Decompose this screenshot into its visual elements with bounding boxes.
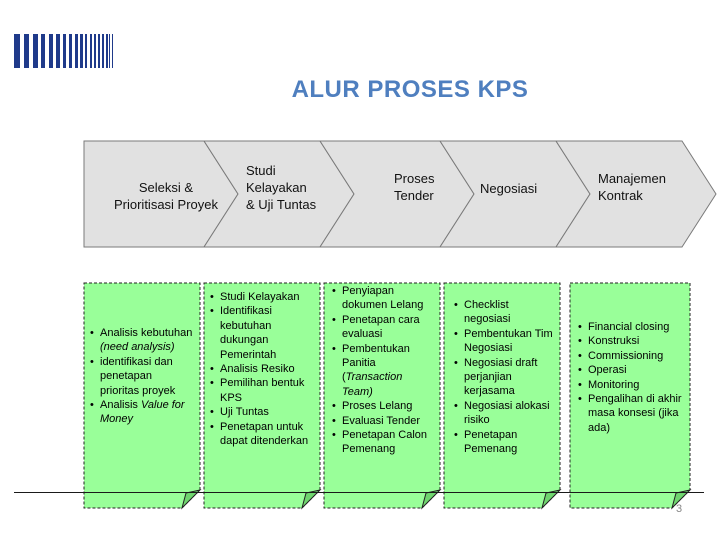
- step-label-proses-tender: Proses Tender: [394, 171, 435, 203]
- note-item: Analisis Value for Money: [90, 398, 194, 427]
- step-label-manajemen-kontrak: Manajemen Kontrak: [598, 171, 666, 203]
- note-item: Analisis kebutuhan (need analysis): [90, 326, 194, 355]
- stripe: [98, 34, 100, 68]
- note-item: Negosiasi alokasi risiko: [454, 399, 558, 428]
- note-proses-tender: Penyiapan dokumen LelangPenetapan cara e…: [332, 284, 436, 457]
- note-item: Pembentukan Tim Negosiasi: [454, 327, 558, 356]
- footer-divider: [14, 492, 704, 493]
- note-item: Uji Tuntas: [210, 405, 314, 420]
- stripe: [85, 34, 87, 68]
- stripe: [106, 34, 108, 68]
- note-item: Analisis Resiko: [210, 362, 314, 377]
- note-item: Checklist negosiasi: [454, 298, 558, 327]
- note-item: Penetapan Pemenang: [454, 428, 558, 457]
- stripe: [14, 34, 20, 68]
- stripe: [56, 34, 60, 68]
- note-fold: [541, 489, 562, 510]
- page-title: ALUR PROSES KPS: [291, 76, 529, 103]
- note-item: Pemilihan bentuk KPS: [210, 376, 314, 405]
- stripe: [75, 34, 78, 68]
- note-item: Monitoring: [578, 378, 684, 393]
- note-item: Penetapan cara evaluasi: [332, 313, 436, 342]
- stripe: [94, 34, 96, 68]
- step-label-studi-kelayakan: Studi Kelayakan & Uji Tuntas: [246, 163, 317, 212]
- stripe: [63, 34, 66, 68]
- note-item: Evaluasi Tender: [332, 414, 436, 429]
- stripe: [112, 34, 113, 68]
- note-item: Penetapan untuk dapat ditenderkan: [210, 420, 314, 449]
- note-item: Studi Kelayakan: [210, 290, 314, 305]
- page-number: 3: [676, 503, 683, 515]
- note-studi-kelayakan: Studi KelayakanIdentifikasi kebutuhan du…: [210, 290, 314, 448]
- note-fold: [671, 489, 692, 510]
- step-label-seleksi: Seleksi & Prioritisasi Proyek: [113, 180, 219, 212]
- note-fold: [421, 489, 442, 510]
- note-item: Penyiapan dokumen Lelang: [332, 284, 436, 313]
- stripe: [102, 34, 104, 68]
- note-fold: [301, 489, 322, 510]
- stripe: [109, 34, 110, 68]
- note-item: Operasi: [578, 363, 684, 378]
- note-item: Proses Lelang: [332, 399, 436, 414]
- stripe: [69, 34, 72, 68]
- note-item: Konstruksi: [578, 334, 684, 349]
- stripe: [24, 34, 29, 68]
- stripe: [80, 34, 83, 68]
- step-label-negosiasi: Negosiasi: [480, 181, 538, 196]
- note-item: Pembentukan Panitia (Transaction Team): [332, 342, 436, 400]
- note-item: Penetapan Calon Pemenang: [332, 428, 436, 457]
- chevron-step: [555, 140, 717, 248]
- stripe: [90, 34, 92, 68]
- note-seleksi: Analisis kebutuhan (need analysis) ident…: [90, 326, 194, 427]
- note-item: Financial closing: [578, 320, 684, 335]
- note-item: Pengalihan di akhir masa konsesi (jika a…: [578, 392, 684, 435]
- stripe: [49, 34, 53, 68]
- note-negosiasi: Checklist negosiasiPembentukan Tim Negos…: [454, 298, 558, 456]
- stripe: [33, 34, 38, 68]
- note-item: identifikasi dan penetapan prioritas pro…: [90, 355, 194, 398]
- stripe: [41, 34, 45, 68]
- note-item: Commissioning: [578, 349, 684, 364]
- note-item: Negosiasi draft perjanjian kerjasama: [454, 356, 558, 399]
- note-manajemen-kontrak: Financial closingKonstruksiCommissioning…: [578, 320, 684, 435]
- note-item: Identifikasi kebutuhan dukungan Pemerint…: [210, 304, 314, 362]
- note-fold: [181, 489, 202, 510]
